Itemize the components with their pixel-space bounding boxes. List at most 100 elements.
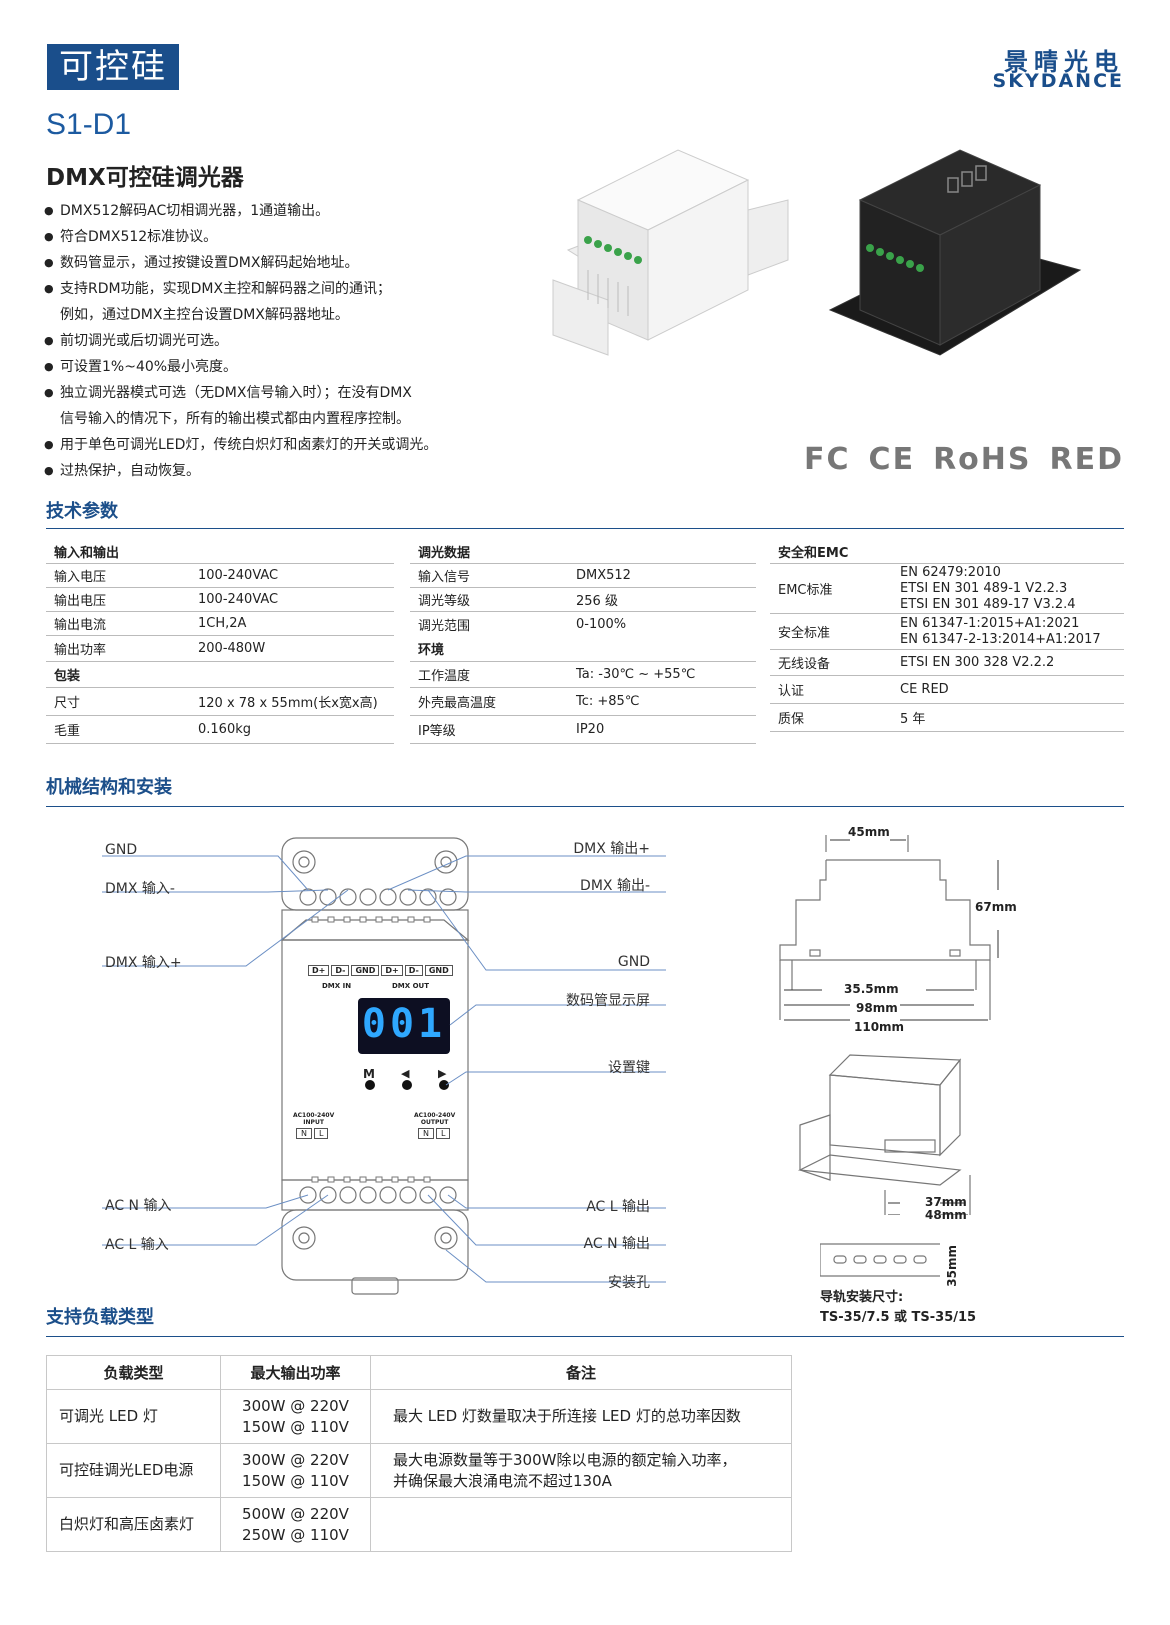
spec-key: 输出功率 <box>54 643 107 658</box>
output-nl: N L <box>418 1128 451 1139</box>
feature-item: 用于单色可调光LED灯，传统白炽灯和卤素灯的开关或调光。 <box>44 432 514 458</box>
spec-value: ETSI EN 300 328 V2.2.2 <box>900 655 1055 670</box>
certification-logos: FC CE RoHS RED <box>804 442 1124 477</box>
section-divider <box>46 806 1124 807</box>
cell-notes <box>370 1497 792 1552</box>
spec-key: 尺寸 <box>54 696 81 711</box>
label-mount-hole: 安装孔 <box>608 1275 650 1291</box>
spec-key: 调光范围 <box>418 618 471 634</box>
button-m-label: M <box>363 1067 375 1081</box>
spec-key: 输入信号 <box>418 570 471 585</box>
iso-dimension-drawing <box>797 1054 971 1215</box>
spec-row: 调光等级 256 级 <box>410 588 756 612</box>
cell-max-power: 300W @ 220V 150W @ 110V <box>220 1389 371 1444</box>
spec-key: 调光等级 <box>418 594 471 609</box>
feature-item: 过热保护，自动恢复。 <box>44 458 514 484</box>
side-dimension-drawing <box>779 835 999 1021</box>
terminal-label: D- <box>404 965 423 976</box>
col-notes: 备注 <box>370 1355 792 1390</box>
dim-67mm: 67mm <box>975 900 1017 914</box>
spec-key: 外壳最高温度 <box>418 696 497 711</box>
model-number: S1-D1 <box>46 108 132 141</box>
load-type-table: 负载类型 最大输出功率 备注 可调光 LED 灯 300W @ 220V 150… <box>46 1355 792 1552</box>
label-dmx-out-minus: DMX 输出- <box>580 878 650 894</box>
label-display: 数码管显示屏 <box>566 993 650 1009</box>
spec-value: DMX512 <box>576 568 631 583</box>
spec-group-head: 环境 <box>410 636 756 662</box>
label-ac-l-out: AC L 输出 <box>586 1199 650 1215</box>
spec-group-head: 安全和EMC <box>770 540 1124 564</box>
cell-notes: 最大电源数量等于300W除以电源的额定输入功率， 并确保最大浪涌电流不超过130… <box>370 1443 792 1498</box>
button-left[interactable] <box>402 1080 412 1090</box>
button-right-label: ▶ <box>438 1067 447 1080</box>
feature-item: DMX512解码AC切相调光器，1通道输出。 <box>44 198 514 224</box>
red-logo: RED <box>1049 442 1124 477</box>
spec-group-title: 环境 <box>418 643 445 658</box>
spec-value: 256 级 <box>576 594 618 609</box>
spec-key: 认证 <box>778 684 805 699</box>
spec-group-head: 输入和输出 <box>46 540 394 564</box>
label-ac-l-in: AC L 输入 <box>105 1237 169 1253</box>
terminal-n: N <box>418 1128 434 1139</box>
dim-98mm: 98mm <box>856 1001 898 1015</box>
spec-key: 毛重 <box>54 724 81 739</box>
display-digits: 001 <box>361 1001 447 1047</box>
spec-key: 输出电压 <box>54 594 107 609</box>
terminal-label: GND <box>424 965 453 976</box>
dim-35-5mm: 35.5mm <box>844 982 899 996</box>
feature-list: DMX512解码AC切相调光器，1通道输出。 符合DMX512标准协议。 数码管… <box>44 198 514 484</box>
label-dmx-in-minus: DMX 输入- <box>105 881 175 897</box>
label-dmx-out-plus: DMX 输出+ <box>573 841 650 857</box>
terminal-label: D+ <box>308 965 330 976</box>
spec-key: 安全标准 <box>778 626 831 641</box>
spec-row: 输入信号 DMX512 <box>410 564 756 588</box>
input-nl: N L <box>296 1128 329 1139</box>
cell-max-power: 500W @ 220V 250W @ 110V <box>220 1497 371 1552</box>
button-right[interactable] <box>439 1080 449 1090</box>
spec-value: IP20 <box>576 722 605 737</box>
cell-max-power: 300W @ 220V 150W @ 110V <box>220 1443 371 1498</box>
feature-item: 数码管显示，通过按键设置DMX解码起始地址。 <box>44 250 514 276</box>
dim-110mm: 110mm <box>854 1020 905 1034</box>
button-left-label: ◀ <box>401 1067 410 1080</box>
cell-load-type: 可调光 LED 灯 <box>46 1389 221 1444</box>
spec-group-title: 包装 <box>54 669 81 684</box>
label-gnd-left: GND <box>105 842 138 858</box>
label-ac-n-out: AC N 输出 <box>583 1236 650 1252</box>
spec-value: 5 年 <box>900 712 926 727</box>
spec-key: IP等级 <box>418 724 456 739</box>
button-m[interactable] <box>365 1080 375 1090</box>
terminal-n: N <box>296 1128 312 1139</box>
feature-item-continuation: 信号输入的情况下，所有的输出模式都由内置程序控制。 <box>60 411 410 427</box>
dim-45mm: 45mm <box>848 825 890 839</box>
ce-logo: CE <box>868 442 916 477</box>
spec-value: 200-480W <box>198 641 266 656</box>
label-dmx-in-plus: DMX 输入+ <box>105 955 182 971</box>
brand-name-en: SKYDANCE <box>992 70 1124 92</box>
spec-value: EN 61347-1:2015+A1:2021 EN 61347-2-13:20… <box>900 615 1101 647</box>
section-title-specs: 技术参数 <box>46 501 118 522</box>
terminal-l: L <box>435 1128 451 1139</box>
spec-key: 输入电压 <box>54 570 107 585</box>
spec-key: 输出电流 <box>54 618 107 633</box>
spec-group-head: 包装 <box>46 662 394 688</box>
output-terminal-label: AC100-240V OUTPUT <box>414 1112 456 1126</box>
table-row: 可调光 LED 灯 300W @ 220V 150W @ 110V 最大 LED… <box>46 1389 792 1444</box>
cell-load-type: 可控硅调光LED电源 <box>46 1443 221 1498</box>
feature-item: 符合DMX512标准协议。 <box>44 224 514 250</box>
section-divider <box>46 528 1124 529</box>
product-image-white <box>552 149 789 356</box>
rohs-logo: RoHS <box>933 442 1032 477</box>
dmx-terminal-labels: D+ D- GND D+ D- GND <box>308 965 453 976</box>
terminal-label: D- <box>331 965 350 976</box>
spec-row: 输出功率 200-480W <box>46 636 394 662</box>
spec-key: 工作温度 <box>418 669 471 684</box>
brand-name-cn: 景晴光电 <box>1004 48 1124 76</box>
